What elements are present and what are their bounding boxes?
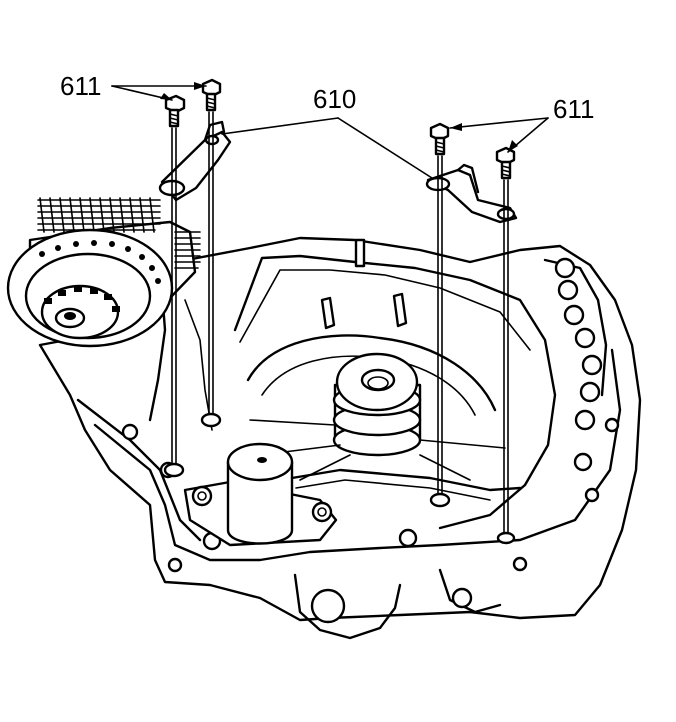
clutch-pack [6, 197, 201, 348]
central-pulley [246, 238, 506, 481]
bolt-hole [200, 412, 222, 428]
bolt-hole [496, 531, 516, 545]
bolt-left-1 [164, 94, 186, 128]
bolt-hole [163, 462, 185, 478]
chain-links [554, 257, 603, 431]
fluid-pipe [290, 468, 522, 492]
bracket-right [425, 163, 518, 224]
bolt-right-2 [495, 146, 516, 180]
alignment-lines [171, 111, 509, 539]
solenoid [183, 442, 338, 547]
callout-611-left: 611 [60, 71, 101, 101]
bolt-left-2 [201, 78, 222, 112]
bolt-hole [429, 492, 451, 508]
callout-611-right: 611 [553, 94, 594, 124]
flange-bolt-holes [121, 417, 620, 573]
bracket-left [158, 120, 232, 202]
callout-610: 610 [313, 84, 356, 114]
leader-arrowheads [160, 82, 518, 152]
bolt-right-1 [429, 122, 450, 156]
